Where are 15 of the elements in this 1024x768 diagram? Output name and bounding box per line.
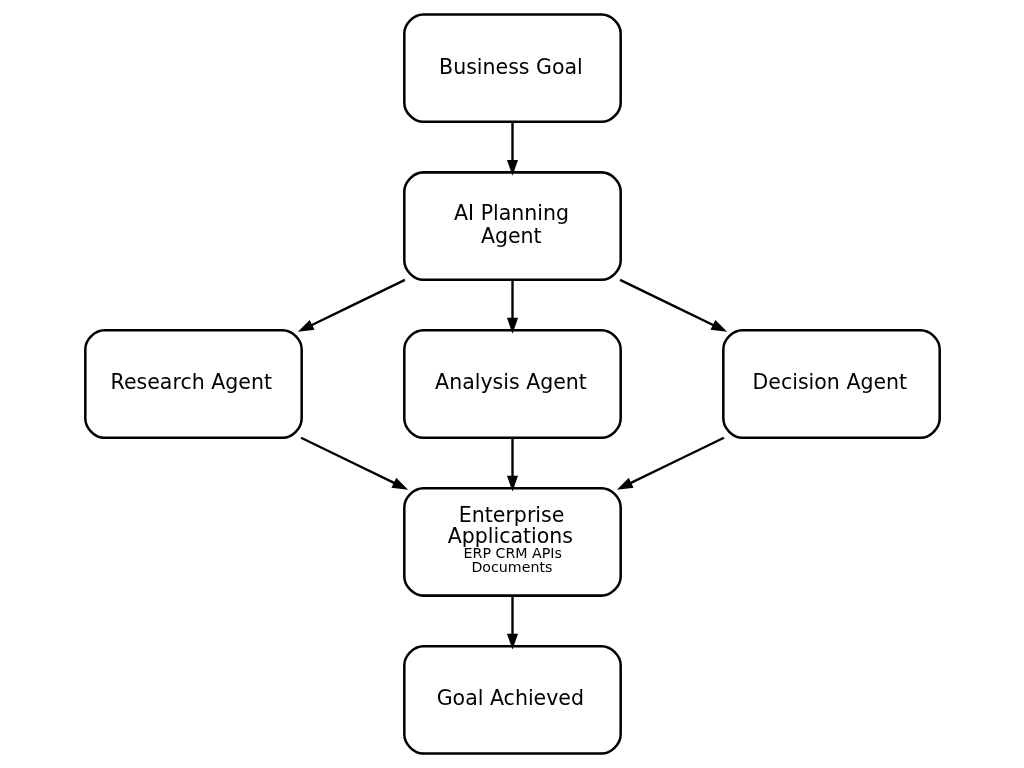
arrow xyxy=(619,278,727,332)
arrow xyxy=(506,280,518,334)
arrow xyxy=(297,278,405,332)
arrow xyxy=(506,122,518,176)
node-box: AI Planning Agent xyxy=(402,171,622,282)
node-box: Decision Agent xyxy=(721,329,941,439)
node-box: Analysis Agent xyxy=(402,329,622,439)
arrow xyxy=(616,436,724,490)
arrow xyxy=(506,438,518,492)
arrow xyxy=(506,595,518,650)
node-box: Business Goal xyxy=(402,13,622,124)
node-box: Enterprise Applications ERP CRM APIs Documents xyxy=(402,486,622,597)
arrow xyxy=(300,436,408,490)
node-box: Goal Achieved xyxy=(402,644,622,755)
node-box: Research Agent xyxy=(83,329,303,439)
